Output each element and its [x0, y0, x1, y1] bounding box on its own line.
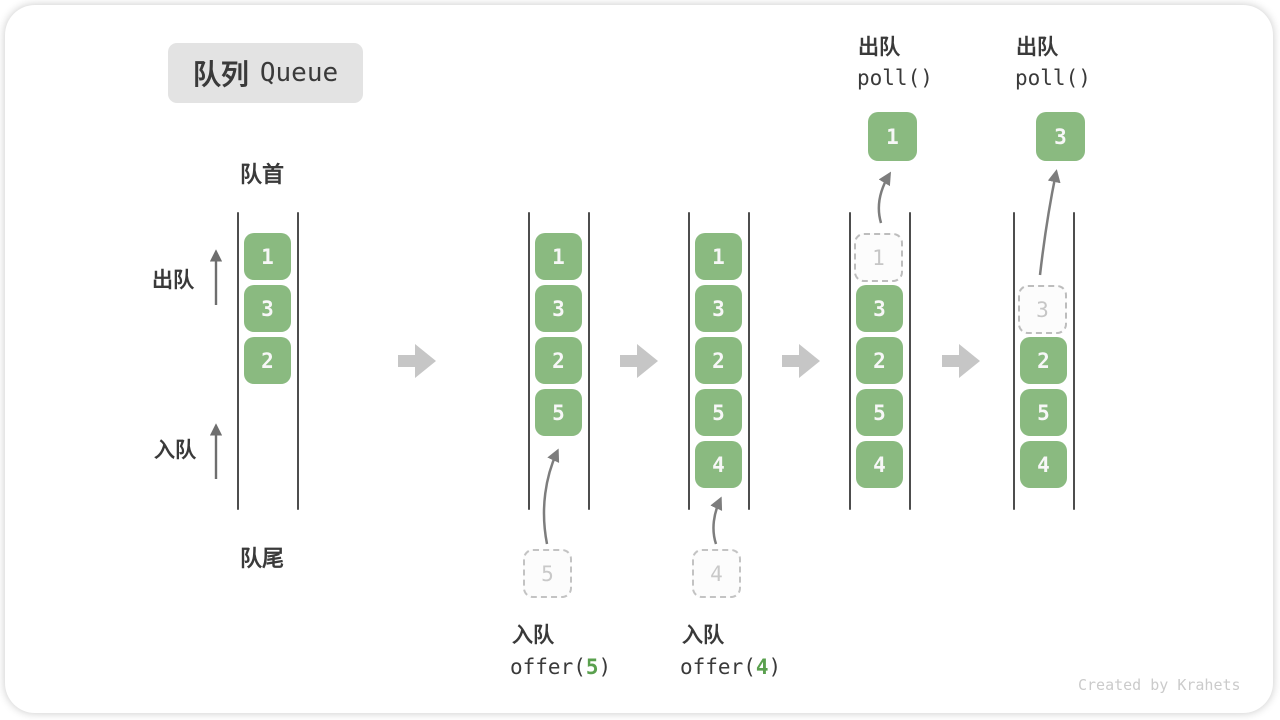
- queue-cell: 4: [695, 441, 742, 488]
- staged-value-box: 4: [692, 549, 741, 598]
- queue-cell: 4: [856, 441, 903, 488]
- watermark: Created by Krahets: [1078, 676, 1241, 694]
- queue-cell: 4: [1020, 441, 1067, 488]
- queue-front-label: 队首: [240, 162, 285, 187]
- code-text: offer(: [510, 655, 586, 679]
- queue-wall: [849, 212, 851, 510]
- queue-state-2: 1 3 2 5: [528, 212, 590, 510]
- queue-wall: [748, 212, 750, 510]
- queue-wall: [1073, 212, 1075, 510]
- queue-cell: 2: [535, 337, 582, 384]
- dequeue-op-code: poll(): [857, 66, 933, 90]
- title-english: Queue: [259, 58, 339, 88]
- queue-cell: 5: [856, 389, 903, 436]
- removed-value-box: 1: [868, 112, 917, 161]
- transition-arrow-icon: [942, 344, 980, 378]
- queue-state-4: 1 3 2 5 4: [849, 212, 911, 510]
- queue-wall: [528, 212, 530, 510]
- queue-cell: 2: [695, 337, 742, 384]
- queue-cell: 2: [1020, 337, 1067, 384]
- queue-cell-removed: 3: [1018, 285, 1067, 334]
- queue-cell: 3: [856, 285, 903, 332]
- queue-rear-label: 队尾: [240, 546, 285, 571]
- queue-wall: [688, 212, 690, 510]
- queue-wall: [297, 212, 299, 510]
- queue-wall: [1013, 212, 1015, 510]
- queue-cell-removed: 1: [854, 233, 903, 282]
- queue-cell: 1: [244, 233, 291, 280]
- enqueue-side-label: 入队: [154, 439, 196, 462]
- dequeue-op-code: poll(): [1015, 66, 1091, 90]
- queue-cell: 3: [695, 285, 742, 332]
- code-text: offer(: [680, 655, 756, 679]
- queue-wall: [909, 212, 911, 510]
- queue-cell: 1: [535, 233, 582, 280]
- removed-value-box: 3: [1036, 112, 1085, 161]
- queue-state-1: 1 3 2: [237, 212, 299, 510]
- queue-cell: 1: [695, 233, 742, 280]
- code-text: ): [768, 655, 782, 679]
- queue-cell: 3: [244, 285, 291, 332]
- enqueue-op-code: offer(5): [510, 655, 611, 679]
- code-arg: 4: [755, 655, 769, 679]
- dequeue-side-label: 出队: [152, 269, 194, 292]
- queue-cell: 5: [535, 389, 582, 436]
- transition-arrow-icon: [620, 344, 658, 378]
- dequeue-op-label: 出队: [858, 36, 900, 59]
- enqueue-op-code: offer(4): [680, 655, 781, 679]
- queue-cell: 5: [1020, 389, 1067, 436]
- title-box: 队列 Queue: [168, 43, 363, 103]
- dequeue-op-label: 出队: [1016, 36, 1058, 59]
- transition-arrow-icon: [398, 344, 436, 378]
- queue-cell: 3: [535, 285, 582, 332]
- queue-cell: 5: [695, 389, 742, 436]
- enqueue-op-label: 入队: [512, 624, 554, 647]
- queue-cell: 2: [856, 337, 903, 384]
- enqueue-op-label: 入队: [682, 624, 724, 647]
- code-text: ): [598, 655, 612, 679]
- title-chinese: 队列: [192, 59, 249, 90]
- queue-cell: 2: [244, 337, 291, 384]
- queue-wall: [588, 212, 590, 510]
- code-arg: 5: [585, 655, 599, 679]
- queue-state-5: 3 2 5 4: [1013, 212, 1075, 510]
- queue-state-3: 1 3 2 5 4: [688, 212, 750, 510]
- queue-wall: [237, 212, 239, 510]
- transition-arrow-icon: [782, 344, 820, 378]
- staged-value-box: 5: [523, 549, 572, 598]
